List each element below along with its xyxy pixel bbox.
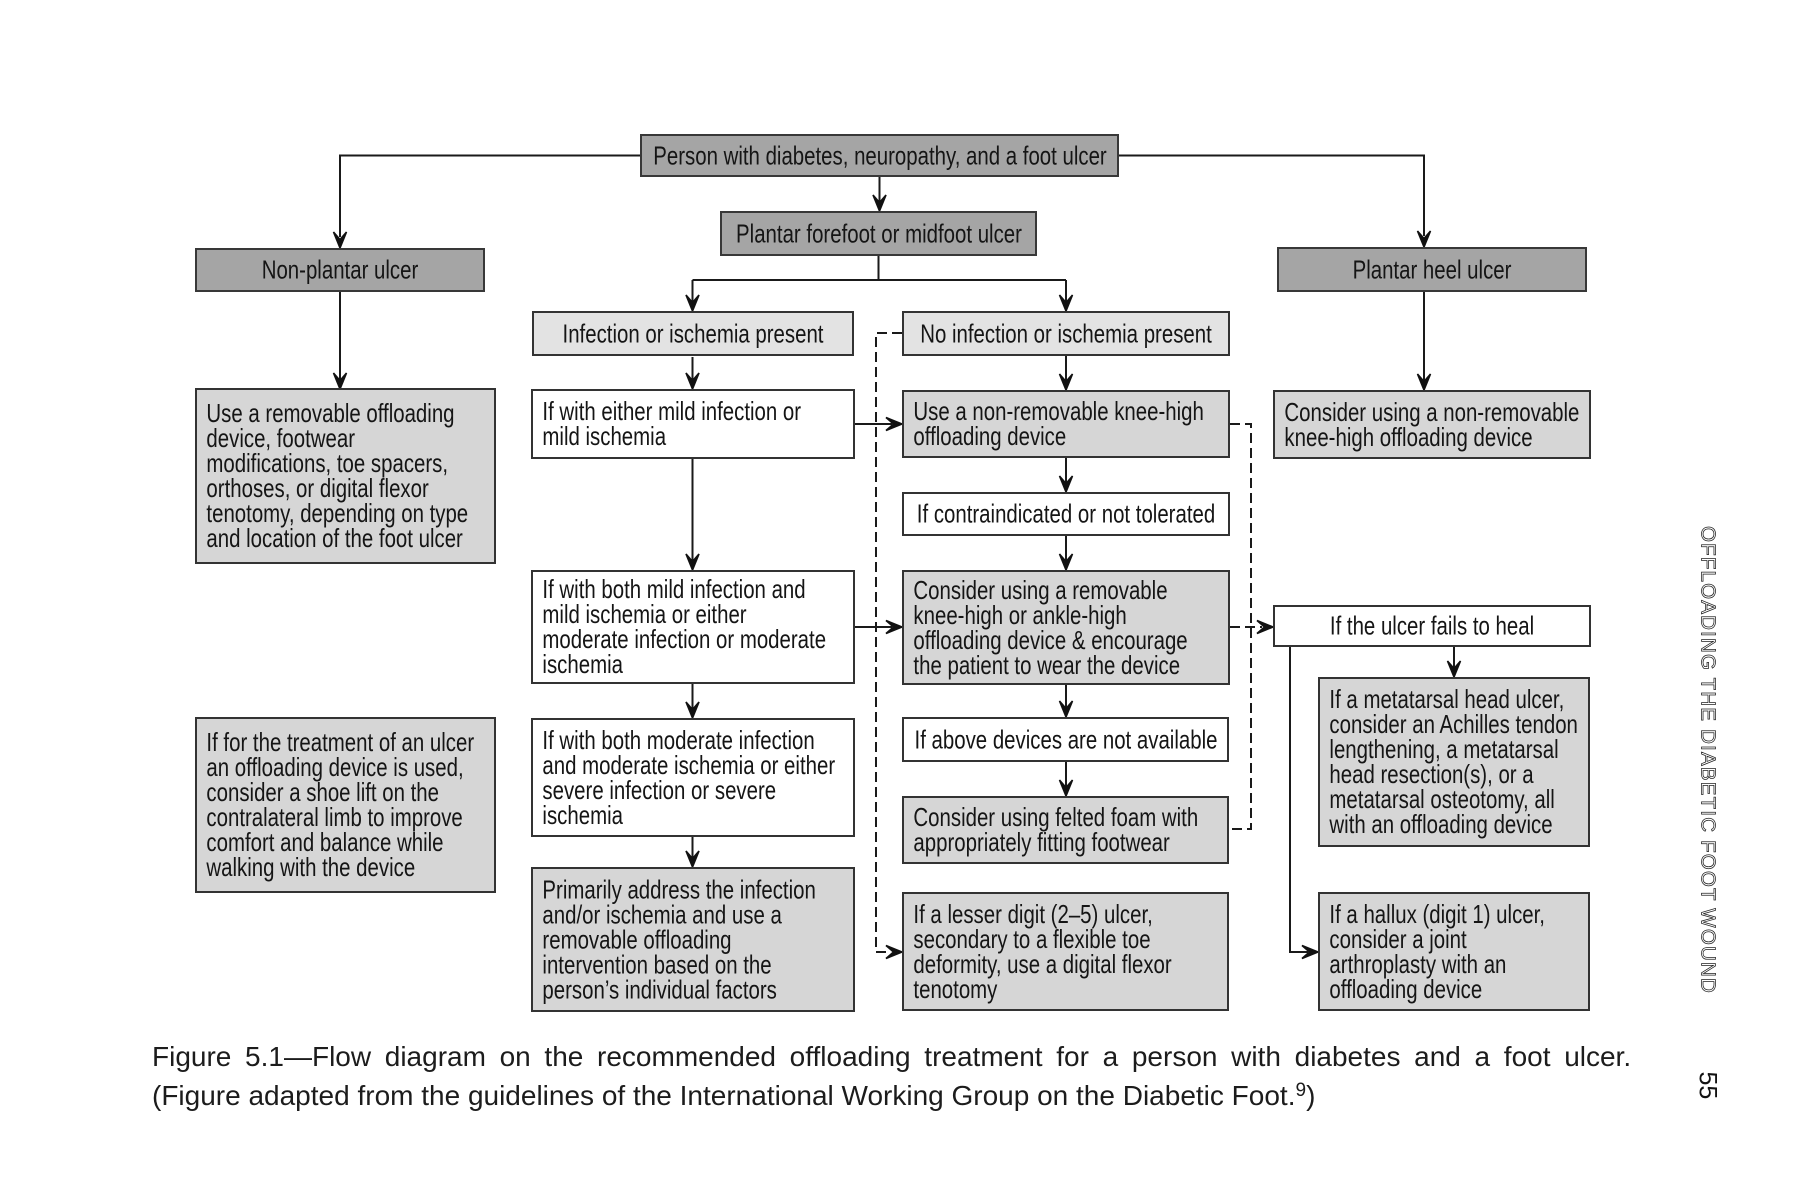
svg-text:55: 55 xyxy=(1694,1072,1722,1100)
svg-text:OFFLOADING THE DIABETIC FOOT W: OFFLOADING THE DIABETIC FOOT WOUND xyxy=(1697,526,1720,994)
